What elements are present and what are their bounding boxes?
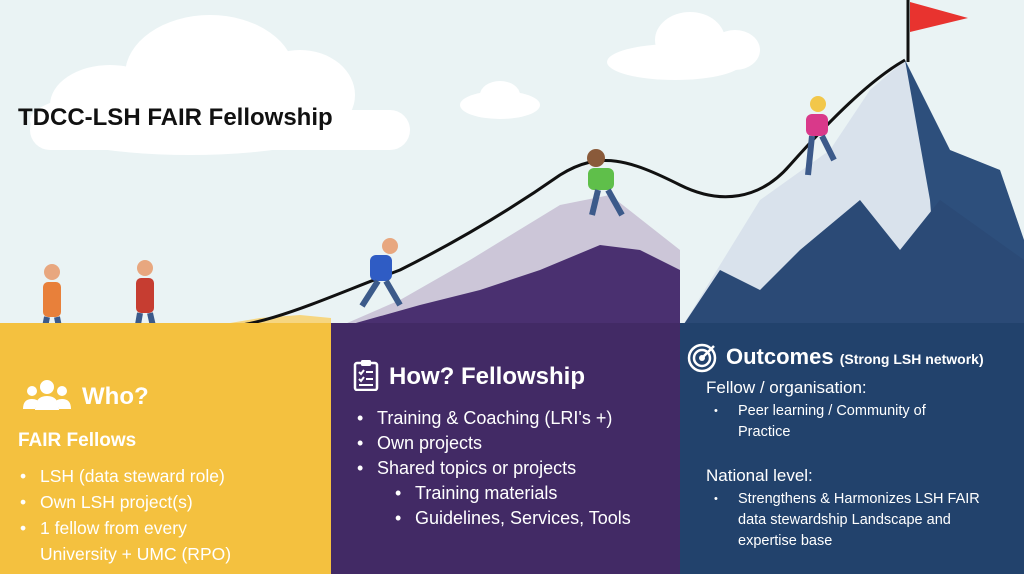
how-heading: How? Fellowship: [389, 363, 585, 390]
outcomes-section-organisation: Fellow / organisation:: [706, 378, 867, 397]
mountain-right-shadow: [680, 200, 1024, 330]
panel-outcomes: Outcomes (Strong LSH network) Fellow / o…: [680, 323, 1024, 574]
list-item: Training & Coaching (LRI's +): [351, 406, 631, 431]
how-list: Training & Coaching (LRI's +) Own projec…: [351, 406, 631, 531]
mountain-middle-shadow: [331, 245, 680, 330]
list-item: Shared topics or projects: [351, 456, 631, 481]
panel-who: Who? FAIR Fellows LSH (data steward role…: [0, 323, 331, 574]
who-subheading: FAIR Fellows: [18, 430, 137, 451]
target-icon: [687, 343, 717, 373]
clipboard-icon: [353, 360, 379, 391]
page-title: TDCC-LSH FAIR Fellowship: [18, 104, 333, 131]
outcomes-list-organisation: Peer learning / Community of Practice: [710, 401, 980, 443]
list-item: Own projects: [351, 431, 631, 456]
list-item: University + UMC (RPO): [40, 544, 232, 564]
flag-icon: [906, 0, 968, 62]
who-heading: Who?: [82, 383, 149, 410]
who-list: LSH (data steward role) Own LSH project(…: [14, 463, 231, 567]
outcomes-list-national: Strengthens & Harmonizes LSH FAIR data s…: [710, 489, 1010, 552]
outcomes-heading-note: (Strong LSH network): [839, 351, 984, 367]
person-climbing-1: [359, 238, 403, 308]
list-item: Peer learning / Community of Practice: [710, 401, 980, 443]
cloud-large: [30, 15, 410, 155]
panel-how: How? Fellowship Training & Coaching (LRI…: [331, 323, 680, 574]
list-item: LSH (data steward role): [14, 463, 231, 489]
people-icon: [23, 380, 71, 410]
list-subitem: Guidelines, Services, Tools: [351, 506, 631, 531]
outcomes-heading-text: Outcomes: [726, 344, 834, 369]
person-climbing-3: [805, 96, 837, 176]
list-item: 1 fellow from every: [14, 515, 231, 541]
outcomes-heading: Outcomes (Strong LSH network): [726, 344, 984, 370]
list-item: Own LSH project(s): [14, 489, 231, 515]
cloud-small: [460, 81, 540, 119]
list-item: Strengthens & Harmonizes LSH FAIR data s…: [710, 489, 1010, 552]
outcomes-section-national: National level:: [706, 466, 813, 485]
person-climbing-2: [587, 149, 625, 217]
cloud-medium: [607, 12, 760, 80]
list-subitem: Training materials: [351, 481, 631, 506]
